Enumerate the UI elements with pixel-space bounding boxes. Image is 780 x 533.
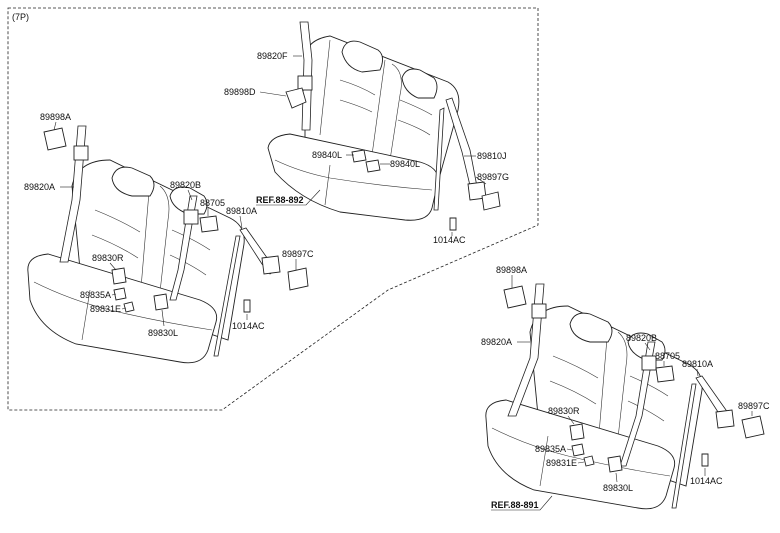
label-89810A-left: 89810A	[226, 206, 257, 216]
retractor-89810A-right	[715, 409, 735, 429]
label-1014AC-right: 1014AC	[690, 476, 723, 486]
part-89835A-right	[571, 443, 585, 457]
buckle-89840L-a	[351, 149, 367, 163]
cover-89897C-right	[741, 415, 765, 439]
retractor-89820B-right	[641, 355, 657, 371]
label-89840L-b: 89840L	[390, 159, 420, 169]
label-89820A-left: 89820A	[24, 182, 55, 192]
part-88705-left	[199, 215, 219, 233]
label-89835A-left: 89835A	[80, 290, 111, 300]
ref-88-892: REF.88-892	[256, 195, 304, 205]
label-89820F-top: 89820F	[257, 51, 288, 61]
part-89835A-left	[113, 287, 127, 301]
label-89830L-right: 89830L	[603, 483, 633, 493]
cover-89897C-left	[287, 267, 309, 291]
cover-89898A-left	[43, 127, 67, 151]
retractor-89820A-left	[73, 145, 89, 161]
ref-88-891: REF.88-891	[491, 500, 539, 510]
top-seat-assembly	[267, 21, 501, 231]
label-89830R-left: 89830R	[92, 253, 124, 263]
right-headrest-left	[569, 312, 613, 343]
belt-89810J	[445, 97, 479, 195]
left-headrest-right	[169, 186, 208, 215]
cover-89898D	[285, 87, 307, 109]
part-88705-right	[655, 365, 675, 383]
label-89810A-right: 89810A	[682, 359, 713, 369]
label-89898A-left: 89898A	[40, 112, 71, 122]
right-seat-assembly	[485, 283, 765, 510]
label-89897C-right: 89897C	[738, 401, 770, 411]
left-headrest-left	[111, 166, 155, 197]
label-89830R-right: 89830R	[548, 406, 580, 416]
label-89898D: 89898D	[224, 87, 256, 97]
label-89835A-right: 89835A	[535, 444, 566, 454]
label-89840L-a: 89840L	[312, 150, 342, 160]
label-89820B-left: 89820B	[170, 180, 201, 190]
buckle-89840L-b	[365, 159, 381, 173]
label-1014AC-left: 1014AC	[232, 321, 265, 331]
label-88705-left: 88705	[200, 198, 225, 208]
retractor-89810A-left	[261, 255, 281, 275]
cover-89898A-right	[503, 285, 527, 309]
label-89820B-right: 89820B	[626, 333, 657, 343]
top-headrest-right	[401, 68, 438, 99]
top-seat-cushion	[267, 133, 439, 221]
label-89830L-left: 89830L	[148, 328, 178, 338]
bolt-1014AC-top	[449, 217, 457, 231]
left-seat-cushion	[27, 253, 218, 364]
buckle-89830L-left	[153, 293, 169, 311]
label-1014AC-top: 1014AC	[433, 235, 466, 245]
label-89810J: 89810J	[477, 151, 507, 161]
cover-89897G	[481, 191, 501, 211]
retractor-89820A-right	[531, 303, 547, 319]
top-headrest-left	[341, 40, 383, 73]
label-89897C-left: 89897C	[282, 249, 314, 259]
label-88705-right: 88705	[655, 351, 680, 361]
label-89897G: 89897G	[477, 172, 509, 182]
right-headrest-right	[627, 332, 666, 361]
retractor-89820F	[297, 75, 313, 91]
buckle-89830R-right	[569, 423, 585, 441]
left-seat-assembly	[27, 125, 309, 364]
label-89898A-right: 89898A	[496, 265, 527, 275]
label-89820A-right: 89820A	[481, 337, 512, 347]
part-89831E-right	[583, 455, 595, 467]
label-89831E-right: 89831E	[546, 458, 577, 468]
belt-89820B-right	[619, 341, 656, 467]
label-89831E-left: 89831E	[90, 304, 121, 314]
bolt-1014AC-right	[701, 453, 709, 467]
retractor-89820B-left	[183, 209, 199, 225]
buckle-89830L-right	[607, 455, 623, 473]
bolt-1014AC-left	[243, 299, 251, 313]
buckle-89830R-left	[111, 267, 127, 285]
variant-label: (7P)	[12, 12, 29, 22]
seven-passenger-boundary	[7, 7, 539, 411]
part-89831E-left	[123, 301, 135, 313]
